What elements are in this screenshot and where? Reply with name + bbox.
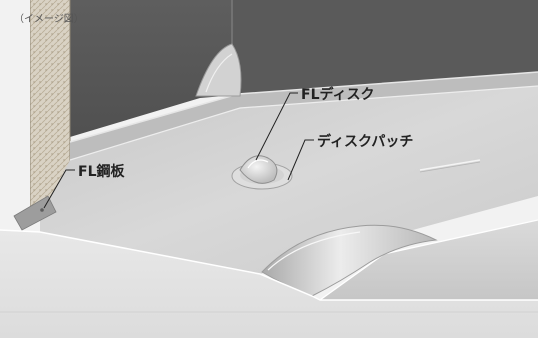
figure-caption: （イメージ図）	[14, 14, 84, 25]
callout-fl-disk: FLディスク	[301, 87, 375, 103]
callout-fl-steel-plate: FL鋼板	[78, 164, 125, 180]
callout-disk-patch: ディスクパッチ	[317, 134, 414, 150]
